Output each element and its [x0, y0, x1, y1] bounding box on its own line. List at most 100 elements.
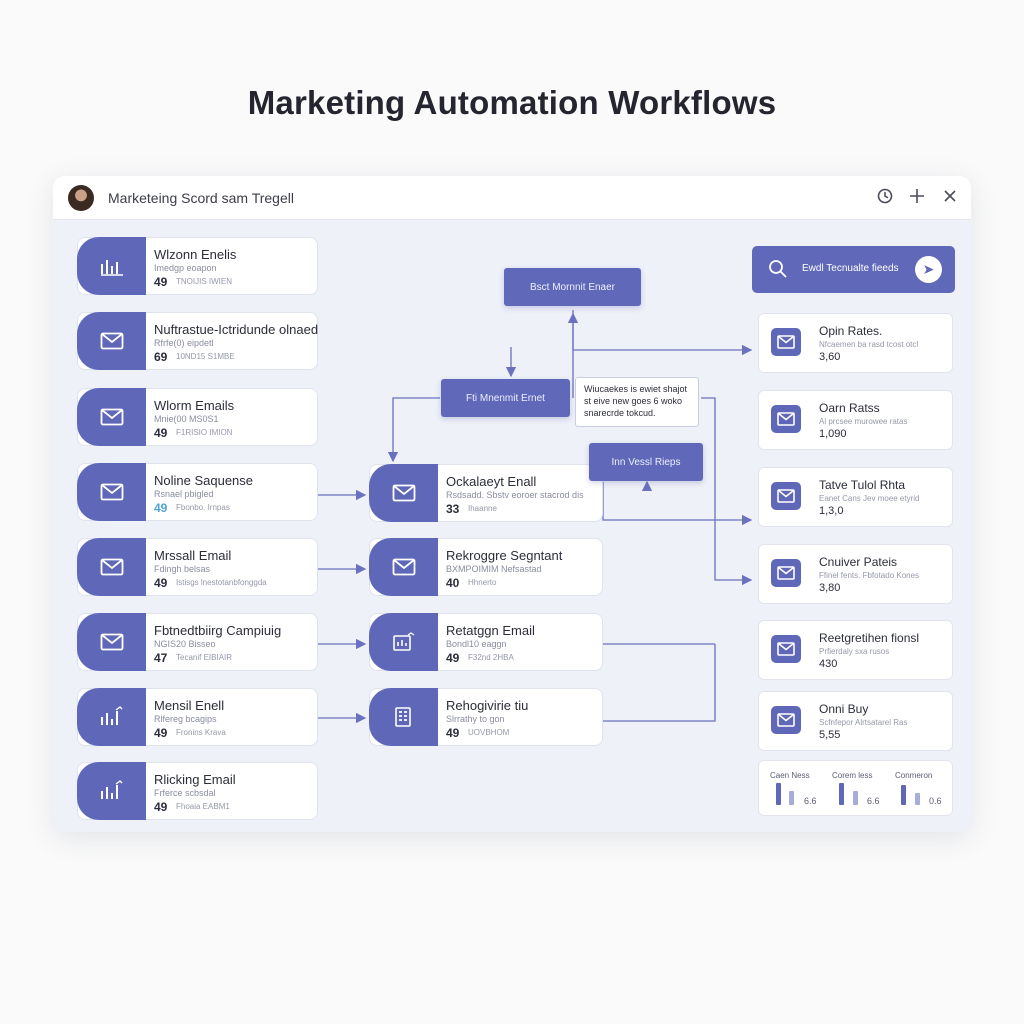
- connector-mid-metric-2: [602, 644, 716, 722]
- metric-card-6[interactable]: Onni Buy Scfnfepor Alrtsatarel Ras 5,55: [758, 691, 953, 751]
- metric-value: 1,090: [819, 428, 847, 440]
- mail-icon: [771, 559, 801, 587]
- metric-card-3[interactable]: Tatve Tulol Rhta Eanet Cans Jev moee ety…: [758, 467, 953, 527]
- card-meta: Tecanif EIBIAIR: [176, 653, 233, 662]
- mail-icon: [77, 463, 146, 521]
- workflow-card-2[interactable]: Nuftrastue-Ictridunde olnaed Rfrfe(0) ei…: [77, 312, 318, 370]
- metric-value: 5,55: [819, 729, 841, 741]
- workflow-card-6[interactable]: Fbtnedtbiirg Campiuig NGIS20 Bisseo 47 T…: [77, 613, 318, 671]
- metric-card-4[interactable]: Cnuiver Pateis Ffinel fents. Fbfotado Ko…: [758, 544, 953, 604]
- metric-title: Cnuiver Pateis: [819, 555, 898, 569]
- card-subtitle: Frferce scbsdal: [154, 788, 216, 798]
- workflow-connectors: [318, 310, 753, 724]
- sequence-card-2[interactable]: Rekroggre Segntant BXMPOIMIM Nefsastad 4…: [369, 538, 603, 596]
- card-count: 49: [154, 426, 168, 440]
- card-meta: TNOIJIS IWIEN: [176, 277, 232, 286]
- note-line: Wiucaekes is ewiet shajot: [584, 384, 688, 394]
- mail-icon: [771, 482, 801, 510]
- connector-mid-node-left: [387, 397, 440, 463]
- metric-subtitle: Nfcaemen ba rasd tcost otcl: [819, 340, 919, 349]
- window-title: Marketeing Scord sam Tregell: [108, 190, 294, 206]
- card-subtitle: BXMPOIMIM Nefsastad: [446, 564, 542, 574]
- stat-bar: [901, 785, 906, 805]
- mail-icon: [77, 613, 146, 671]
- stat-bar: [853, 791, 858, 805]
- card-title: Noline Saquense: [154, 473, 254, 488]
- card-title: Mrssall Email: [154, 548, 232, 563]
- stat-value: 6.6: [804, 796, 817, 806]
- connector-right-node-right: [602, 482, 753, 526]
- mail-icon: [771, 328, 801, 356]
- card-meta: Fronins Krava: [176, 728, 226, 737]
- card-subtitle: Rsdsadd. Sbstv eoroer stacrod dis: [446, 490, 584, 500]
- card-count: 40: [446, 576, 460, 590]
- flow-node-top[interactable]: Bsct Mornnit Enaer: [504, 268, 641, 306]
- search-icon: [768, 259, 788, 284]
- workflow-card-3[interactable]: Wlorm Emails Mnie(00 MS0S1 49 F1RISIO IM…: [77, 388, 318, 446]
- card-count: 49: [446, 651, 460, 665]
- flow-node-mid[interactable]: Fti Mnenmit Ernet: [441, 379, 570, 417]
- card-subtitle: Rfrfe(0) eipdetl: [154, 338, 214, 348]
- mail-icon: [771, 635, 801, 663]
- arrow-right-icon[interactable]: ➤: [915, 256, 942, 283]
- connector-note-metric: [701, 397, 753, 586]
- metric-card-5[interactable]: Reetgretihen fionsl Prfierdaly sxa rusos…: [758, 620, 953, 680]
- stats-summary: Caen Ness Corem less Conmeron 6.6 6.6 0.…: [758, 760, 953, 816]
- card-count: 33: [446, 502, 460, 516]
- card-title: Rehogivirie tiu: [446, 698, 529, 713]
- flow-node-right[interactable]: Inn Vessl Rieps: [589, 443, 703, 481]
- card-count: 69: [154, 350, 168, 364]
- page-title: Marketing Automation Workflows: [247, 84, 777, 121]
- stat-label: Conmeron: [895, 771, 933, 780]
- stat-value: 0.6: [929, 796, 942, 806]
- card-count: 49: [154, 800, 168, 814]
- metric-title: Opin Rates.: [819, 324, 883, 338]
- card-subtitle: Fdingh belsas: [154, 564, 211, 574]
- card-meta: Ihaanne: [468, 504, 497, 513]
- card-title: Rlicking Email: [154, 772, 236, 787]
- search-bar[interactable]: Ewdl Tecnualte fieeds ➤: [752, 246, 955, 293]
- card-title: Mensil Enell: [154, 698, 225, 713]
- metric-subtitle: Prfierdaly sxa rusos: [819, 647, 890, 656]
- sequence-card-4[interactable]: Rehogivirie tiu Slrrathy to gon 49 UOVBH…: [369, 688, 603, 746]
- metric-title: Onni Buy: [819, 702, 869, 716]
- card-title: Fbtnedtbiirg Campiuig: [154, 623, 282, 638]
- metric-subtitle: Ffinel fents. Fbfotado Kones: [819, 571, 920, 580]
- card-meta: Fhoaia EABM1: [176, 802, 230, 811]
- note-line: snarecrde tokcud.: [584, 408, 656, 418]
- metric-value: 1,3,0: [819, 505, 844, 517]
- card-subtitle: Rsnael pbigled: [154, 489, 214, 499]
- workflow-card-4[interactable]: Noline Saquense Rsnael pbigled 49 Fbonbo…: [77, 463, 318, 521]
- window-titlebar: Marketeing Scord sam Tregell: [53, 176, 971, 220]
- avatar[interactable]: [68, 185, 94, 211]
- card-count: 49: [154, 576, 168, 590]
- mail-icon: [771, 706, 801, 734]
- note-line: st eive new goes 6 woko: [584, 396, 683, 406]
- workflow-card-7[interactable]: Mensil Enell Rlfereg bcagips 49 Fronins …: [77, 688, 318, 746]
- card-meta: Hhnerto: [468, 578, 497, 587]
- card-subtitle: NGIS20 Bisseo: [154, 639, 216, 649]
- chart-icon: [77, 237, 146, 295]
- mail-icon: [369, 538, 438, 596]
- card-meta: F1RISIO IMION: [176, 428, 233, 437]
- sequence-card-1[interactable]: Ockalaeyt Enall Rsdsadd. Sbstv eoroer st…: [369, 464, 603, 522]
- chart-icon: [77, 688, 146, 746]
- card-meta: Istisgs lnestotanbfonggda: [176, 578, 267, 587]
- stat-label: Caen Ness: [770, 771, 810, 780]
- metric-subtitle: Scfnfepor Alrtsatarel Ras: [819, 718, 908, 727]
- card-subtitle: Rlfereg bcagips: [154, 714, 217, 724]
- workflow-card-5[interactable]: Mrssall Email Fdingh belsas 49 Istisgs l…: [77, 538, 318, 596]
- metric-card-1[interactable]: Opin Rates. Nfcaemen ba rasd tcost otcl …: [758, 313, 953, 373]
- workflow-card-1[interactable]: Wlzonn Enelis Imedgp eoapon 49 TNOIJIS I…: [77, 237, 318, 295]
- card-count: 49: [154, 501, 168, 515]
- clock-icon[interactable]: [875, 187, 895, 207]
- workflow-card-8[interactable]: Rlicking Email Frferce scbsdal 49 Fhoaia…: [77, 762, 318, 820]
- card-title: Rekroggre Segntant: [446, 548, 563, 563]
- sequence-card-3[interactable]: Retatggn Email Bondl10 eaggn 49 F32nd 2H…: [369, 613, 603, 671]
- close-icon[interactable]: [940, 187, 960, 207]
- metric-card-2[interactable]: Oarn Ratss Al prcsee murowee ratas 1,090: [758, 390, 953, 450]
- plus-icon[interactable]: [907, 187, 927, 207]
- stat-bar: [776, 783, 781, 805]
- card-title: Ockalaeyt Enall: [446, 474, 537, 489]
- stat-bar: [915, 793, 920, 805]
